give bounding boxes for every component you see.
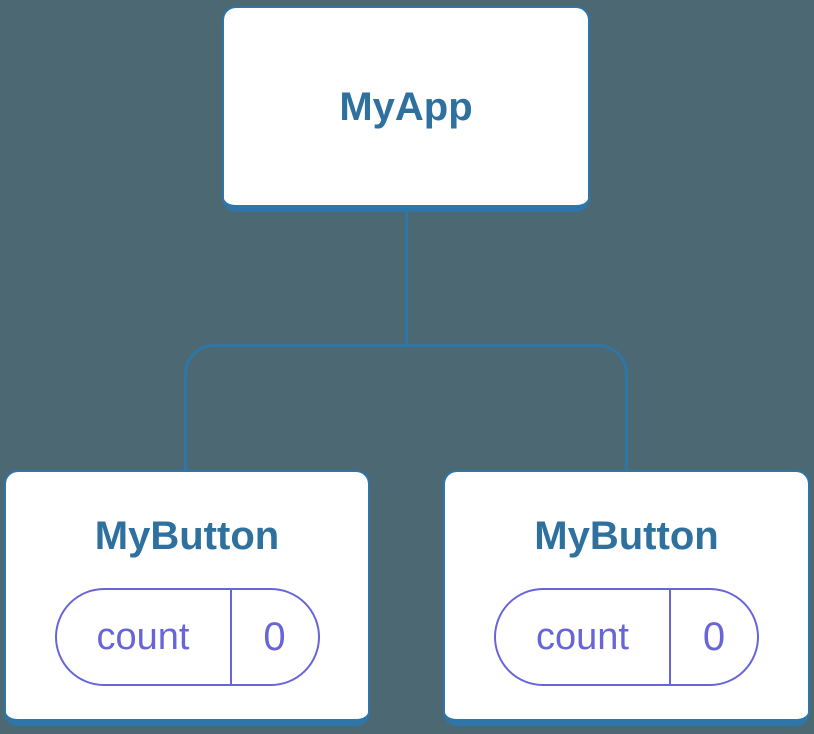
state-value: 0 [263, 614, 286, 659]
state-value: 0 [702, 614, 726, 659]
state-key-label: count [536, 615, 629, 658]
state-key-label: count [96, 615, 190, 658]
state-pill-1: count 0 [54, 588, 320, 686]
state-pill-divider [229, 590, 232, 684]
child-1-component-name: MyButton [94, 514, 280, 558]
state-pill-divider [669, 590, 671, 684]
component-node-root: MyApp [222, 6, 590, 212]
tree-connector-branch [184, 344, 628, 470]
tree-connector-stem [405, 212, 408, 345]
state-pill-2: count 0 [494, 588, 759, 686]
component-node-child-2: MyButton count 0 [443, 470, 810, 726]
root-component-name: MyApp [339, 84, 473, 129]
child-2-component-name: MyButton [534, 514, 719, 558]
component-node-child-1: MyButton count 0 [4, 470, 370, 726]
